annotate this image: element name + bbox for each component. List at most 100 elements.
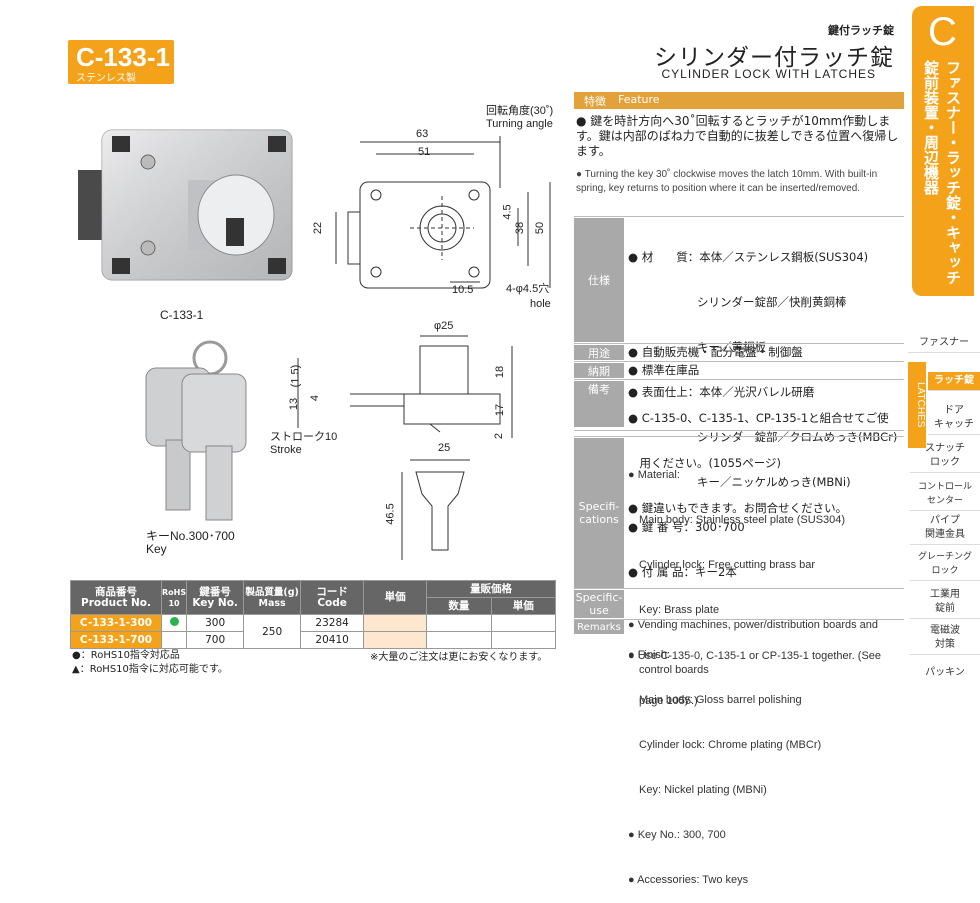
dim-63: 63 bbox=[416, 128, 429, 140]
key-no-cell: 300 bbox=[186, 614, 245, 632]
material-tag: ステンレス製 bbox=[76, 73, 136, 84]
side-item-fastener[interactable]: ファスナー bbox=[908, 336, 980, 353]
rohs-cell bbox=[160, 631, 188, 649]
feature-label-en: Feature bbox=[618, 93, 660, 106]
side-item-control-center[interactable]: コントロール センター bbox=[910, 480, 980, 511]
legend-rohs-available: ▲：RoHS10指令に対応可能です。 bbox=[72, 664, 228, 675]
price-cell bbox=[363, 614, 428, 632]
stroke-label-en: Stroke bbox=[270, 444, 302, 456]
side-item-packing[interactable]: パッキン bbox=[925, 667, 965, 678]
section-tab bbox=[912, 6, 974, 296]
dim-10-5: 10.5 bbox=[452, 284, 474, 296]
key-caption: キーNo.300･700 bbox=[146, 529, 235, 543]
vol-price-cell bbox=[490, 631, 557, 649]
page-title: シリンダー付ラッチ錠 bbox=[654, 45, 894, 71]
side-item-emi[interactable]: 電磁波 対策 bbox=[910, 624, 980, 655]
side-item-door-catch[interactable]: ドア キャッチ bbox=[928, 404, 980, 435]
code-cell: 20410 bbox=[300, 631, 365, 649]
legend-rohs-compliant: ●：RoHS10指令対応品 bbox=[72, 650, 180, 661]
notes-label: 備考 bbox=[574, 381, 624, 427]
use-label-en: Specific- use bbox=[574, 590, 624, 618]
dim-key-25: 25 bbox=[438, 442, 451, 454]
section-letter: C bbox=[928, 10, 957, 54]
bulk-order-note: ※大量のご注文は更にお安くなります。 bbox=[370, 652, 548, 663]
feature-text-jp: ● 鍵を時計方向へ30˚回転するとラッチが10mm作動します。鍵は内部のばね力で… bbox=[576, 114, 899, 158]
dim-13: 13 bbox=[288, 397, 301, 411]
rohs-dot-icon bbox=[169, 617, 179, 626]
key-caption-en: Key bbox=[146, 542, 167, 556]
front-view-drawing bbox=[335, 136, 551, 289]
divider bbox=[574, 588, 904, 589]
table-row: C-133-1-300 300 250 23284 bbox=[70, 614, 557, 649]
feature-label-jp: 特徴 bbox=[584, 95, 606, 108]
lock-photo bbox=[78, 129, 293, 281]
qty-cell bbox=[426, 631, 492, 649]
col-mass: 製品質量(g)Mass bbox=[243, 580, 302, 615]
divider bbox=[574, 619, 904, 620]
divider bbox=[574, 436, 904, 437]
divider bbox=[574, 361, 904, 362]
notes-text: ● C-135-0、C-135-1、CP-135-1と組合せてご使 用ください。… bbox=[628, 411, 889, 515]
product-no-cell: C-133-1-700 bbox=[70, 631, 162, 649]
spec-label-en: Specifi- cations bbox=[574, 438, 624, 588]
side-item-snatch-lock[interactable]: スナッチ ロック bbox=[910, 442, 980, 473]
dim-1-5: (1.5) bbox=[289, 364, 302, 388]
col-vol-unit-price: 単価 bbox=[490, 597, 557, 615]
rotation-label-en: Turning angle bbox=[486, 118, 553, 130]
section-vertical-title: ファスナー・ラッチ錠・キャッチ 錠前装置・周辺機器 bbox=[922, 60, 962, 285]
page-title-en: CYLINDER LOCK WITH LATCHES bbox=[661, 67, 876, 81]
dim-18: 18 bbox=[494, 365, 507, 379]
col-unit-price: 単価 bbox=[363, 580, 428, 615]
remarks-text: ● Use C-135-0, C-135-1 or CP-135-1 toget… bbox=[628, 650, 882, 707]
feature-text-en: ● Turning the key 30˚ clockwise moves th… bbox=[576, 169, 878, 194]
key-drawing bbox=[401, 459, 470, 560]
divider bbox=[574, 379, 904, 380]
usage-label: 用途 bbox=[574, 345, 624, 360]
stroke-label: ストローク10 bbox=[270, 431, 338, 443]
col-volume-price: 量販価格 bbox=[426, 580, 556, 598]
category-label: 鍵付ラッチ錠 bbox=[828, 24, 894, 37]
delivery-text: ● 標準在庫品 bbox=[628, 363, 700, 377]
side-item-pipe-fittings[interactable]: パイプ 関連金具 bbox=[910, 514, 980, 545]
dim-38: 38 bbox=[514, 221, 527, 235]
qty-cell bbox=[426, 614, 492, 632]
section-latches: LATCHES bbox=[908, 362, 926, 448]
rotation-label: 回転角度(30˚) bbox=[486, 105, 554, 117]
hole-label-en: hole bbox=[530, 298, 551, 310]
use-text-en: ● Vending machines, power/distribution b… bbox=[628, 619, 879, 676]
usage-text: ● 自動販売機・配分電盤・制御盤 bbox=[628, 345, 803, 359]
key-no-cell: 700 bbox=[186, 631, 245, 649]
rohs-cell bbox=[160, 614, 188, 632]
divider bbox=[574, 430, 904, 431]
dim-phi25: φ25 bbox=[434, 320, 454, 332]
product-no-cell: C-133-1-300 bbox=[70, 614, 162, 632]
dim-4: 4 bbox=[309, 394, 322, 402]
hole-label: 4-φ4.5穴 bbox=[506, 283, 550, 295]
dim-51: 51 bbox=[418, 146, 431, 158]
remarks-label: Remarks bbox=[574, 620, 624, 634]
col-rohs: RoHS 10 bbox=[160, 580, 188, 615]
side-item-grating-lock[interactable]: グレーチング ロック bbox=[910, 550, 980, 581]
delivery-label: 納期 bbox=[574, 363, 624, 378]
side-view-drawing bbox=[297, 335, 513, 438]
side-item-latch[interactable]: ラッチ錠 bbox=[928, 372, 980, 391]
feature-bar: 特徴 Feature bbox=[574, 92, 904, 109]
vol-price-cell bbox=[490, 614, 557, 632]
side-item-industrial-lock[interactable]: 工業用 錠前 bbox=[910, 588, 980, 619]
dim-22: 22 bbox=[312, 221, 325, 235]
dim-50: 50 bbox=[534, 221, 547, 235]
photo-caption: C-133-1 bbox=[160, 308, 204, 322]
table-row: C-133-1-700 700 20410 bbox=[70, 631, 557, 649]
divider bbox=[574, 216, 904, 217]
mass-cell: 250 bbox=[243, 614, 302, 649]
price-cell bbox=[363, 631, 428, 649]
keys-photo bbox=[145, 340, 247, 521]
spec-label-jp: 仕様 bbox=[574, 218, 624, 342]
col-qty: 数量 bbox=[426, 597, 492, 615]
dim-2: 2 bbox=[493, 432, 506, 440]
product-code: C-133-1 bbox=[76, 42, 170, 72]
